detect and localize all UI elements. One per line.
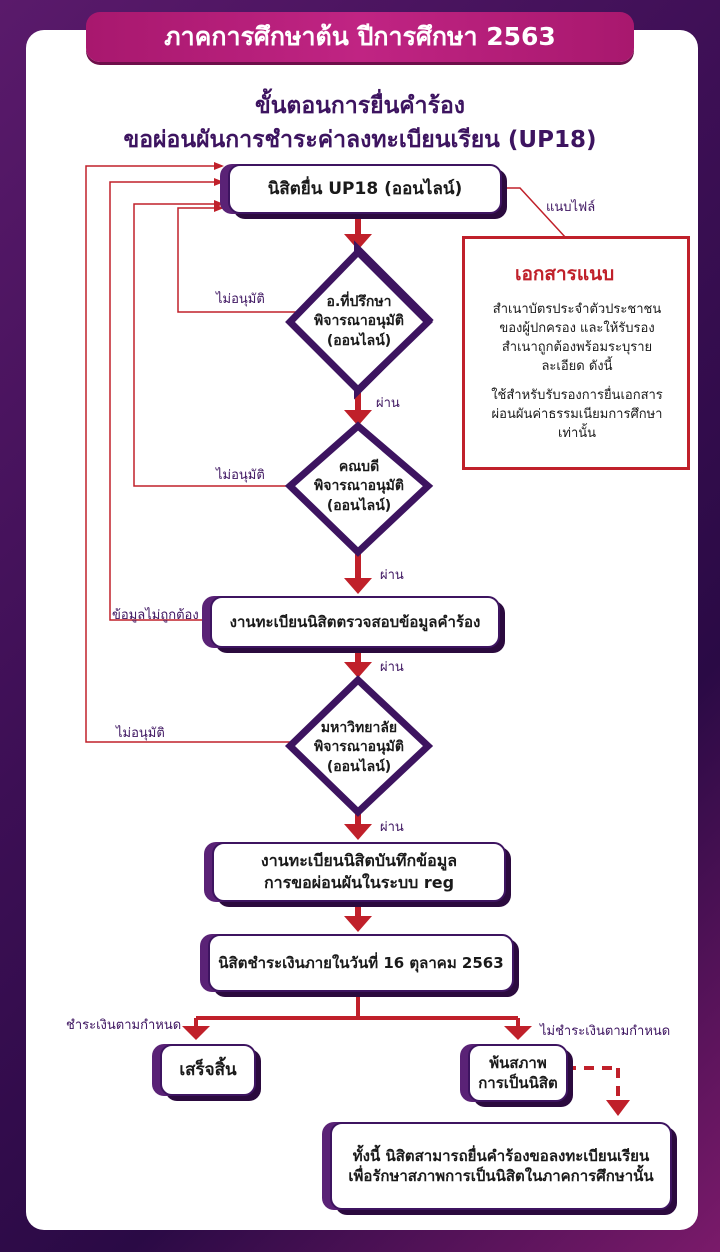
attach-text1-line4: ละเอียด ดังนี้ bbox=[541, 358, 613, 374]
label-advisor-passed: ผ่าน bbox=[376, 396, 400, 411]
note-line1: ทั้งนี้ นิสิตสามารถยื่นคำร้องขอลงทะเบียน… bbox=[352, 1146, 650, 1165]
lose-status-line2: การเป็นนิสิต bbox=[478, 1074, 558, 1092]
label-paid-on-time: ชำระเงินตามกำหนด bbox=[66, 1018, 182, 1033]
term-header: ภาคการศึกษาต้น ปีการศึกษา 2563 bbox=[86, 12, 634, 62]
note-box: ทั้งนี้ นิสิตสามารถยื่นคำร้องขอลงทะเบียน… bbox=[330, 1122, 672, 1210]
record-line2: การขอผ่อนผันในระบบ reg bbox=[263, 873, 455, 892]
step-record-box: งานทะเบียนนิสิตบันทึกข้อมูล การขอผ่อนผัน… bbox=[212, 842, 506, 902]
diamond-advisor bbox=[285, 247, 433, 395]
registrar-check-text: งานทะเบียนนิสิตตรวจสอบข้อมูลคำร้อง bbox=[229, 612, 481, 631]
advisor-line3: (ออนไลน์) bbox=[326, 332, 392, 349]
label-university-not-approved: ไม่อนุมัติ bbox=[116, 726, 165, 741]
label-dean-passed: ผ่าน bbox=[380, 568, 404, 583]
page-title-line2: ขอผ่อนผันการชำระค่าลงทะเบียนเรียน (UP18) bbox=[123, 127, 597, 153]
attach-text2-line3: เท่านั้น bbox=[557, 425, 597, 441]
step-dean-text: คณบดี พิจารณาอนุมัติ (ออนไลน์) bbox=[290, 450, 428, 524]
label-university-passed: ผ่าน bbox=[380, 820, 404, 835]
dean-line1: คณบดี bbox=[338, 458, 380, 475]
step-registrar-check-box: งานทะเบียนนิสิตตรวจสอบข้อมูลคำร้อง bbox=[210, 596, 500, 648]
attachments-title: เอกสารแนบ bbox=[515, 263, 615, 285]
diamond-university bbox=[284, 675, 434, 817]
attach-text1-line2: ของผู้ปกครอง และให้รับรอง bbox=[499, 320, 655, 336]
label-not-paid-on-time: ไม่ชำระเงินตามกำหนด bbox=[540, 1024, 671, 1039]
page-title-line1: ขั้นตอนการยื่นคำร้อง bbox=[254, 93, 465, 119]
record-line1: งานทะเบียนนิสิตบันทึกข้อมูล bbox=[260, 851, 458, 871]
dean-line2: พิจารณาอนุมัติ bbox=[314, 478, 404, 495]
step-advisor-text: อ.ที่ปรึกษา พิจารณาอนุมัติ (ออนไลน์) bbox=[290, 282, 428, 362]
step-lose-status-box: พ้นสภาพ การเป็นนิสิต bbox=[468, 1044, 568, 1102]
done-text: เสร็จสิ้น bbox=[179, 1059, 237, 1080]
dean-line3: (ออนไลน์) bbox=[326, 497, 392, 514]
label-incorrect-info: ข้อมูลไม่ถูกต้อง bbox=[112, 608, 199, 623]
attachments-text1: สำเนาบัตรประจำตัวประชาชน ของผู้ปกครอง แล… bbox=[475, 301, 679, 376]
step-submit-text: นิสิตยื่น UP18 (ออนไลน์) bbox=[267, 178, 463, 199]
university-line3: (ออนไลน์) bbox=[326, 758, 392, 775]
label-check-passed: ผ่าน bbox=[380, 660, 404, 675]
diamond-dean bbox=[284, 421, 434, 557]
advisor-line1: อ.ที่ปรึกษา bbox=[326, 293, 392, 310]
pay-text: นิสิตชำระเงินภายในวันที่ 16 ตุลาคม 2563 bbox=[218, 953, 504, 972]
attach-text1-line3: สำเนาถูกต้องพร้อมระบุราย bbox=[501, 339, 653, 355]
note-line2: เพื่อรักษาสภาพการเป็นนิสิตในภาคการศึกษาน… bbox=[348, 1167, 654, 1185]
university-line2: พิจารณาอนุมัติ bbox=[314, 739, 404, 756]
attach-text2-line1: ใช้สำหรับรับรองการยื่นเอกสาร bbox=[491, 388, 663, 403]
label-dean-not-approved: ไม่อนุมัติ bbox=[216, 468, 265, 483]
label-advisor-not-approved: ไม่อนุมัติ bbox=[216, 292, 265, 307]
attach-text2-line2: ผ่อนผันค่าธรรมเนียมการศึกษา bbox=[491, 406, 663, 422]
step-done-box: เสร็จสิ้น bbox=[160, 1044, 256, 1096]
step-submit-box: นิสิตยื่น UP18 (ออนไลน์) bbox=[228, 164, 502, 214]
advisor-line2: พิจารณาอนุมัติ bbox=[314, 313, 404, 330]
label-attach-file: แนบไฟล์ bbox=[546, 200, 596, 215]
university-line1: มหาวิทยาลัย bbox=[320, 719, 398, 736]
step-university-text: มหาวิทยาลัย พิจารณาอนุมัติ (ออนไลน์) bbox=[290, 708, 428, 788]
attachments-box: เอกสารแนบ สำเนาบัตรประจำตัวประชาชน ของผู… bbox=[462, 236, 690, 470]
term-header-text: ภาคการศึกษาต้น ปีการศึกษา 2563 bbox=[164, 22, 556, 51]
step-pay-box: นิสิตชำระเงินภายในวันที่ 16 ตุลาคม 2563 bbox=[208, 934, 514, 992]
attachments-text2: ใช้สำหรับรับรองการยื่นเอกสาร ผ่อนผันค่าธ… bbox=[475, 387, 679, 444]
lose-status-line1: พ้นสภาพ bbox=[489, 1053, 547, 1072]
attach-text1-line1: สำเนาบัตรประจำตัวประชาชน bbox=[492, 302, 662, 317]
